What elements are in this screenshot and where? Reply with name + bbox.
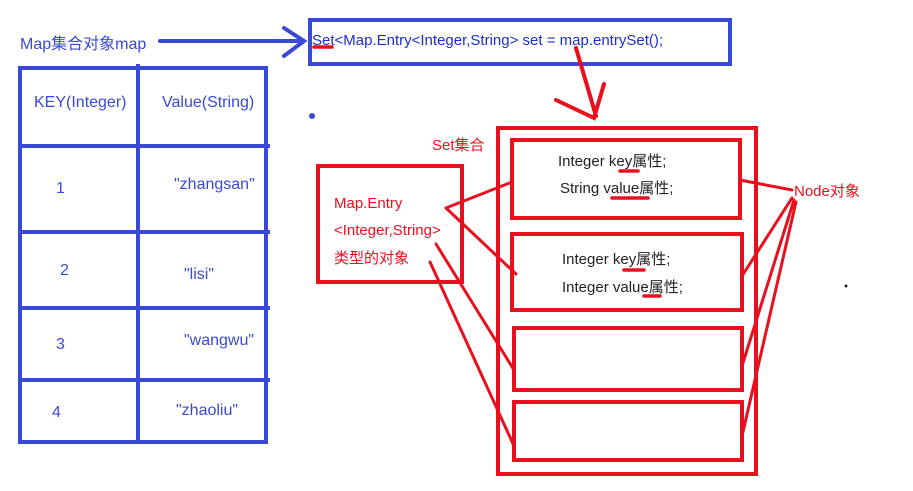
map-entry-line3: 类型的对象 (334, 250, 410, 267)
map-label: Map集合对象map (20, 36, 147, 53)
set-label: Set集合 (432, 137, 485, 154)
table-cell-value: "zhaoliu" (176, 402, 239, 419)
black-dot (844, 284, 848, 288)
entry2-key-text: Integer key属性; (562, 251, 671, 268)
table-row-divider (18, 378, 270, 382)
table-header-value: Value(String) (162, 94, 255, 111)
table-cell-key: 4 (52, 404, 61, 421)
table-row-divider (18, 306, 270, 310)
set-container-box (496, 126, 758, 476)
underlines (312, 45, 662, 298)
map-entry-line2: <Integer,String> (334, 222, 441, 239)
table-row-divider (18, 230, 270, 234)
table-cell-key: 1 (56, 180, 65, 197)
table-column-divider (136, 64, 140, 444)
code-box (308, 18, 732, 66)
blue-dot (309, 113, 315, 119)
table-cell-key: 2 (60, 262, 69, 279)
code-line: Set<Map.Entry<Integer,String> set = map.… (312, 32, 664, 49)
entry2-value-text: Integer value属性; (562, 279, 683, 296)
node-label: Node对象 (794, 183, 860, 200)
blue-arrow (158, 26, 308, 58)
entry-box-3 (512, 326, 744, 392)
table-cell-value: "zhangsan" (174, 176, 255, 193)
table-header-key: KEY(Integer) (34, 94, 127, 111)
table-cell-value: "lisi" (184, 266, 215, 283)
map-table (18, 66, 268, 444)
node-connectors (738, 178, 798, 438)
red-arrow (554, 46, 606, 121)
table-cell-value: "wangwu" (184, 332, 255, 349)
table-row-divider (18, 144, 270, 148)
entry1-value-text: String value属性; (560, 180, 674, 197)
map-entry-line1: Map.Entry (334, 195, 403, 212)
table-cell-key: 3 (56, 336, 65, 353)
entry1-key-text: Integer key属性; (558, 153, 667, 170)
entry-connectors (428, 180, 518, 448)
